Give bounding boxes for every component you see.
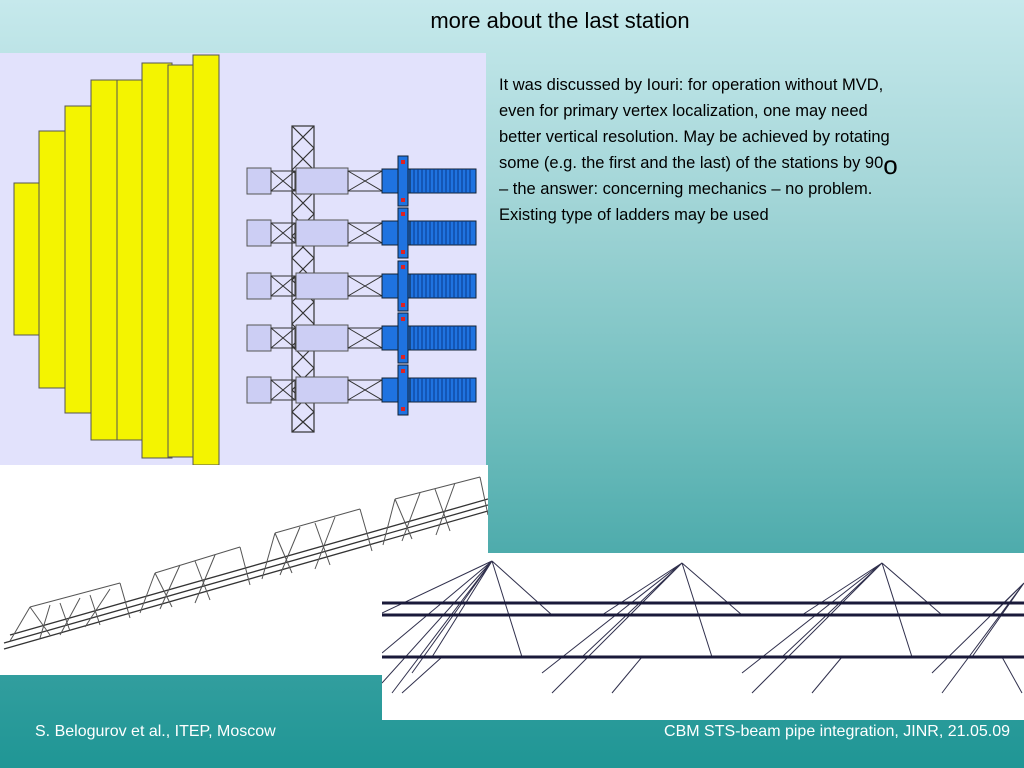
body-line: better vertical resolution. May be achie… [499, 128, 890, 146]
footer-authors: S. Belogurov et al., ITEP, Moscow [35, 723, 276, 740]
ladder-module-rows [246, 155, 477, 416]
body-line: Existing type of ladders may be used [499, 206, 769, 224]
station-modules-figure [0, 53, 486, 465]
body-line: some (e.g. the first and the last) of th… [499, 150, 999, 178]
slide-title: more about the last station [430, 8, 690, 33]
yellow-station-planes [13, 54, 220, 465]
body-line: It was discussed by Iouri: for operation… [499, 76, 884, 94]
body-line: – the answer: concerning mechanics – no … [499, 180, 873, 198]
body-text: It was discussed by Iouri: for operation… [499, 72, 999, 228]
footer-event: CBM STS-beam pipe integration, JINR, 21.… [664, 723, 1010, 740]
degree-symbol: o [883, 150, 898, 180]
truss-perspective-figure [382, 553, 1024, 720]
body-line-text: some (e.g. the first and the last) of th… [499, 154, 884, 172]
body-line: even for primary vertex localization, on… [499, 102, 868, 120]
